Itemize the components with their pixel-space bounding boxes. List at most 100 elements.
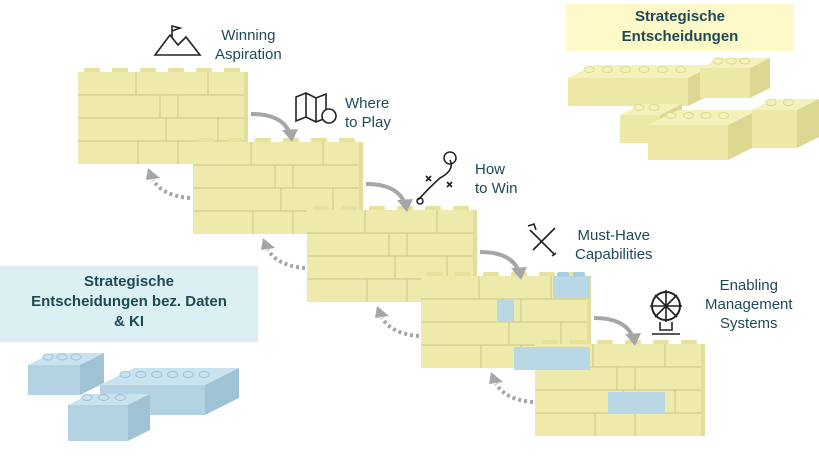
lego-brick-blue-1 <box>28 353 104 395</box>
forward-arrowhead <box>282 129 298 142</box>
brick-stud <box>369 206 385 211</box>
lego-stud <box>725 57 737 65</box>
lego-stud <box>583 66 595 73</box>
feedback-arrow <box>151 178 191 200</box>
wrench-screwdriver-icon <box>527 222 557 257</box>
lego-stud <box>718 112 729 119</box>
lego-stud <box>151 371 163 378</box>
feedback-arrowhead <box>261 238 275 250</box>
lego-stud <box>700 112 712 119</box>
brick-stud <box>653 340 669 345</box>
brick-stud <box>339 138 355 143</box>
blue-brick-stud <box>557 272 569 277</box>
brick-stud <box>227 138 243 143</box>
brick-stud <box>455 272 471 277</box>
brick-stud <box>681 340 697 345</box>
lego-stud <box>783 99 794 106</box>
lego-front <box>752 110 797 148</box>
brick-stud <box>199 138 215 143</box>
brick-stud <box>427 272 443 277</box>
blue-brick <box>553 276 590 298</box>
brick-stud <box>140 68 156 73</box>
feedback-arrowhead <box>146 168 160 180</box>
lego-side <box>80 353 104 395</box>
brick-stud <box>196 68 212 73</box>
lego-side <box>205 368 239 415</box>
lego-stud <box>98 394 110 401</box>
map-pin-icon <box>321 108 337 124</box>
lego-stud <box>56 353 68 361</box>
strategy-start-icon <box>416 197 424 205</box>
lego-stud <box>633 104 645 111</box>
lego-stud <box>675 66 687 73</box>
feedback-arrow <box>494 382 534 404</box>
lego-stud <box>712 57 724 65</box>
brick-stud <box>597 340 613 345</box>
lego-stud <box>198 371 210 378</box>
feedback-arrow <box>266 248 306 270</box>
brick-stud <box>483 272 499 277</box>
feedback-arrow <box>380 316 420 338</box>
feedback-arrowhead <box>489 372 503 384</box>
brick-stud <box>224 68 240 73</box>
lego-stud <box>620 66 632 73</box>
lego-side <box>128 394 150 441</box>
lego-stud <box>119 371 131 378</box>
forward-arrowhead <box>511 267 527 280</box>
lego-stud <box>70 353 82 361</box>
lego-brick-yellow-5 <box>752 99 819 148</box>
blue-brick <box>497 300 514 322</box>
brick-stud <box>541 340 557 345</box>
brick-stud <box>313 206 329 211</box>
lego-front <box>28 365 80 395</box>
lego-stud <box>167 371 178 378</box>
lego-side <box>797 99 819 148</box>
lego-brick-yellow-4 <box>648 110 758 160</box>
blue-brick <box>514 347 590 370</box>
lego-brick-yellow-1 <box>568 65 714 106</box>
lego-stud <box>81 394 93 401</box>
forward-arrowhead <box>397 199 413 212</box>
lego-stud <box>182 371 194 378</box>
brick-stud <box>112 68 128 73</box>
mountain-flag-icon <box>153 24 202 56</box>
lego-stud <box>114 394 126 401</box>
lego-stud <box>665 112 677 119</box>
lego-brick-yellow-2 <box>700 57 770 98</box>
lego-stud <box>739 57 751 65</box>
lego-front <box>648 125 728 160</box>
lego-stud <box>135 371 147 378</box>
brick-stud <box>168 68 184 73</box>
ship-wheel-base-icon <box>650 290 682 335</box>
forward-arrowhead <box>625 333 641 346</box>
lego-front <box>568 78 688 106</box>
brick-stud <box>425 206 441 211</box>
brick-stud <box>341 206 357 211</box>
brick-stud <box>84 68 100 73</box>
strategy-play-icon <box>417 159 453 201</box>
lego-stud <box>648 104 660 111</box>
lego-side <box>728 110 758 160</box>
brick-stud <box>255 138 271 143</box>
lego-stud <box>765 99 777 106</box>
lego-stud <box>601 66 613 73</box>
lego-stud <box>656 66 668 73</box>
brick-stud <box>453 206 469 211</box>
lego-side <box>750 58 770 98</box>
lego-stud <box>42 353 54 361</box>
lego-stud <box>638 66 650 73</box>
brick-stud <box>539 272 555 277</box>
brick-stud <box>569 340 585 345</box>
lego-brick-blue-2 <box>100 368 239 415</box>
blue-brick-stud <box>573 272 585 277</box>
lego-front <box>68 405 128 441</box>
